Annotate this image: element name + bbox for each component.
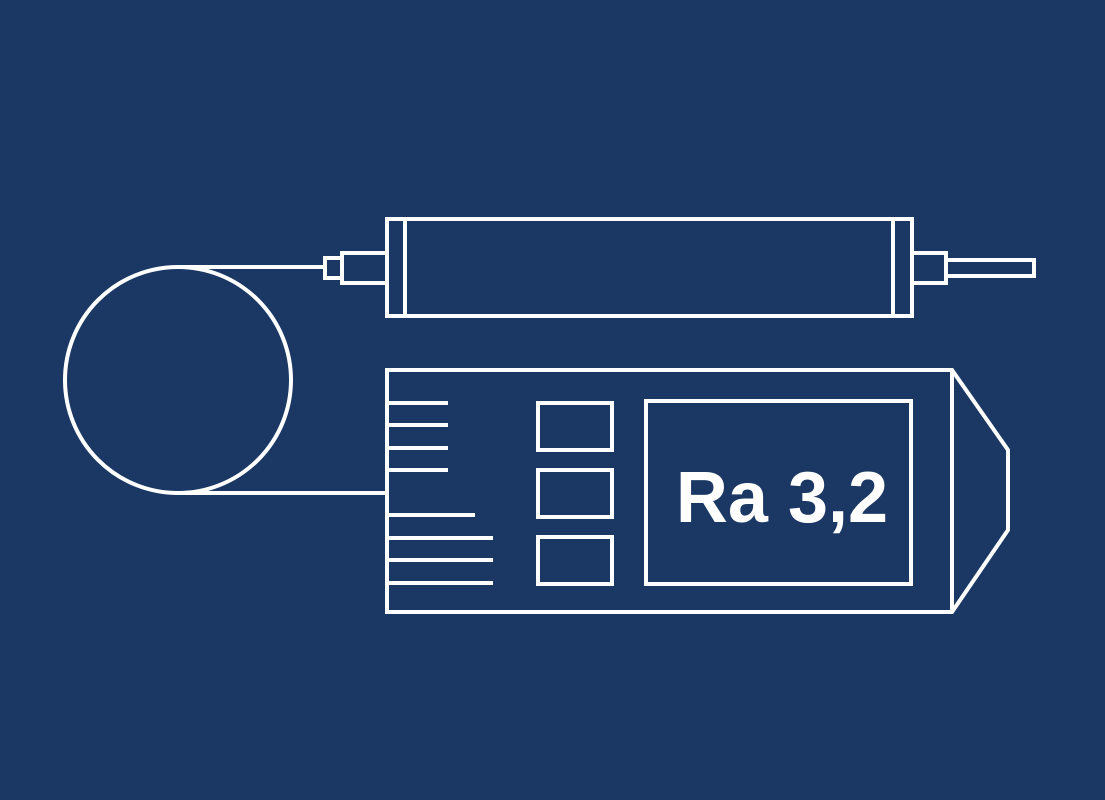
device-button-middle[interactable]	[536, 468, 614, 519]
device-grip-ridges	[387, 401, 493, 585]
device-button-bottom[interactable]	[536, 535, 614, 586]
device-buttons	[536, 401, 614, 586]
probe-body	[385, 217, 914, 318]
device-screen	[644, 399, 913, 586]
probe-front-collar	[910, 251, 948, 285]
handheld-device: Ra 3,2	[385, 368, 1010, 614]
cable-coil-loop	[63, 265, 293, 495]
probe-rear-plug	[323, 256, 344, 280]
cable-coil	[63, 265, 387, 495]
probe-rear-connector	[340, 251, 389, 285]
roughness-reading: Ra 3,2	[676, 458, 888, 538]
probe-stylus-tip	[944, 258, 1036, 278]
device-button-top[interactable]	[536, 401, 614, 452]
probe-unit	[323, 217, 1036, 318]
